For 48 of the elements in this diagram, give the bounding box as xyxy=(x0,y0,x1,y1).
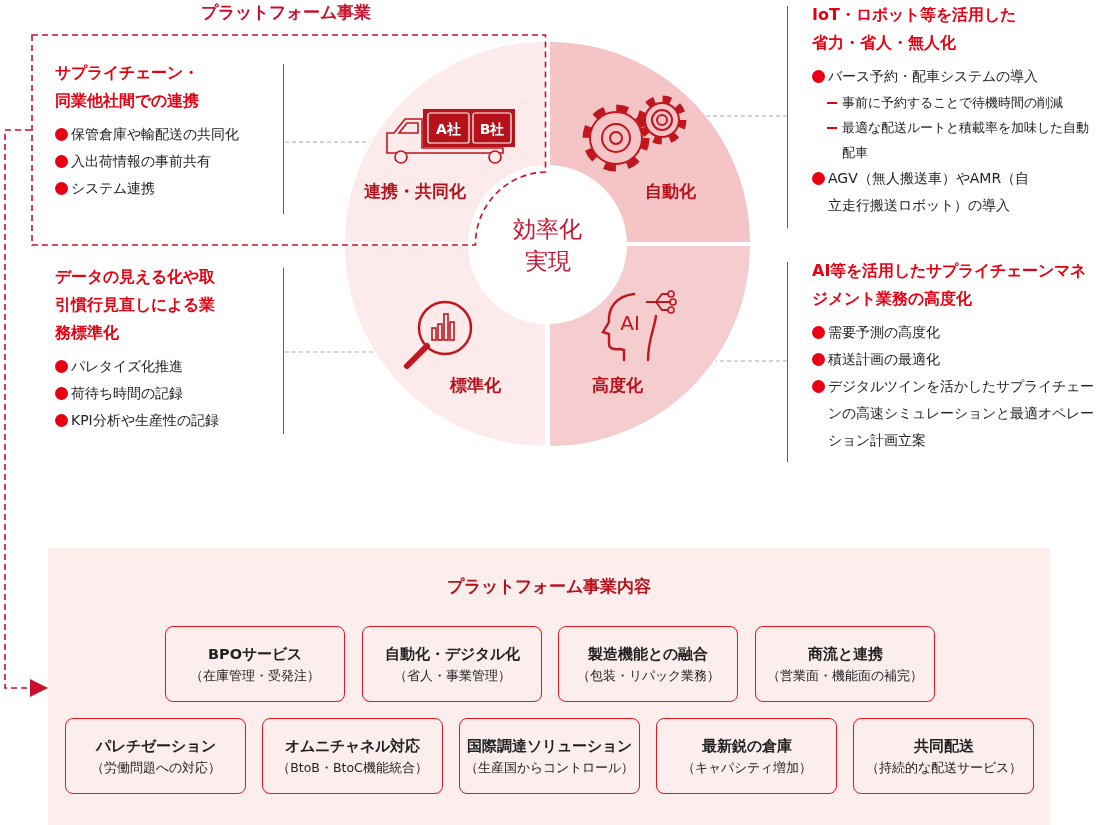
bullet-item: 入出荷情報の事前共有 xyxy=(55,148,283,175)
bullet-item: デジタルツインを活かしたサプライチェーンの高速シミュレーションと最適オペレーション計画立案 xyxy=(812,373,1101,454)
card-title: 国際調達ソリューション xyxy=(467,737,632,756)
leader-line xyxy=(284,351,374,353)
bullet-item: システム連携 xyxy=(55,175,283,202)
cargo-label: B社 xyxy=(479,121,505,137)
bullet-item: 保管倉庫や輸配送の共同化 xyxy=(55,121,283,148)
leader-line xyxy=(715,360,788,362)
card-title: 最新鋭の倉庫 xyxy=(701,737,792,756)
segment-label: 高度化 xyxy=(590,374,644,397)
card-title: BPOサービス xyxy=(208,645,302,664)
card-subtitle: （省人・事業管理） xyxy=(393,667,511,685)
card-subtitle: （労働問題への対応） xyxy=(90,759,221,777)
card-subtitle: （営業面・機能面の補完） xyxy=(767,667,923,685)
bullet-item: 需要予測の高度化 xyxy=(812,319,1101,346)
card-title: パレチゼーション xyxy=(95,737,216,756)
dashed-arrow xyxy=(4,129,49,697)
bullet-item: 積送計画の最適化 xyxy=(812,346,1101,373)
card-title: 共同配送 xyxy=(913,737,974,756)
card-title: 製造機能との融合 xyxy=(588,645,708,664)
leader-line xyxy=(706,115,788,117)
bullet-item: 荷待ち時間の記録 xyxy=(55,380,283,407)
segment-label: 自動化 xyxy=(643,180,697,203)
section-heading: IoT・ロボット等を活用した省力・省人・無人化 xyxy=(812,4,1017,54)
segment-label: 連携・共同化 xyxy=(363,180,467,203)
bullet-item: KPI分析や生産性の記録 xyxy=(55,407,283,434)
card-subtitle: （生産国からコントロール） xyxy=(465,759,634,777)
card-subtitle: （キャパシティ増加） xyxy=(681,759,812,777)
bullet-item: バース予約・配車システムの導入 xyxy=(812,63,1101,90)
section-heading: サプライチェーン・同業他社間での連携 xyxy=(55,62,200,112)
sub-item: 事前に予約することで待機時間の削減 xyxy=(812,90,1100,115)
leader-line xyxy=(284,141,371,143)
card-subtitle: （BtoB・BtoC機能統合） xyxy=(277,759,428,777)
group-heading: プラットフォーム事業 xyxy=(200,1,372,24)
card-title: オムニチャネル対応 xyxy=(285,737,420,756)
card-title: 自動化・デジタル化 xyxy=(384,645,520,664)
segment-label: 標準化 xyxy=(448,374,502,397)
section-heading: データの見える化や取引慣行見直しによる業務標準化 xyxy=(55,266,216,344)
panel-heading: プラットフォーム事業内容 xyxy=(446,575,652,598)
bullet-item: AGV（無人搬送車）やAMR（自立走行搬送ロボット）の導入 xyxy=(812,165,1033,219)
card-title: 商流と連携 xyxy=(807,645,883,664)
card-subtitle: （持続的な配送サービス） xyxy=(865,759,1022,777)
card-subtitle: （在庫管理・受発注） xyxy=(190,667,320,685)
sub-item: 最適な配送ルートと積載率を加味した自動配車 xyxy=(812,115,1100,165)
bullet-item: パレタイズ化推進 xyxy=(55,353,283,380)
card-subtitle: （包装・リパック業務） xyxy=(576,667,720,685)
section-heading: AI等を活用したサプライチェーンマネジメント業務の高度化 xyxy=(812,260,1087,310)
cargo-label: A社 xyxy=(436,121,461,137)
